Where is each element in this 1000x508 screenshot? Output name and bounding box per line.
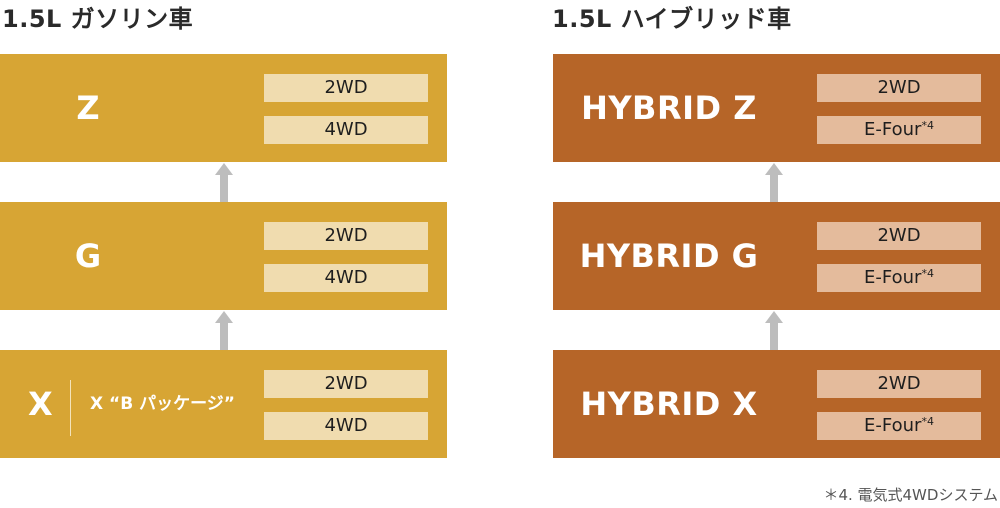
drive-label: E-Four — [864, 119, 922, 140]
subgrade-name: X “B パッケージ” — [90, 394, 235, 414]
gasoline-heading: 1.5L ガソリン車 — [2, 5, 194, 33]
grade-name: X — [28, 385, 53, 423]
drive-2wd-badge: 2WD — [817, 74, 981, 102]
grade-divider — [70, 380, 71, 436]
drive-2wd-badge: 2WD — [817, 370, 981, 398]
gasoline-grade-g-card: G 2WD 4WD — [0, 202, 447, 310]
footnote-mark: *4 — [921, 415, 934, 428]
drive-2wd-badge: 2WD — [817, 222, 981, 250]
arrow-up-icon — [765, 311, 783, 351]
drive-e-four-badge: E-Four*4 — [817, 412, 981, 440]
arrow-up-icon — [215, 311, 233, 351]
drive-4wd-badge: 4WD — [264, 412, 428, 440]
footnote-mark: *4 — [921, 267, 934, 280]
drive-4wd-badge: 4WD — [264, 116, 428, 144]
gasoline-grade-z-card: Z 2WD 4WD — [0, 54, 447, 162]
hybrid-heading: 1.5L ハイブリッド車 — [552, 5, 792, 33]
drive-e-four-badge: E-Four*4 — [817, 264, 981, 292]
gasoline-grade-x-card: X X “B パッケージ” 2WD 4WD — [0, 350, 447, 458]
footnote: ＊4. 電気式4WDシステム — [823, 486, 998, 504]
arrow-up-icon — [215, 163, 233, 203]
drive-label: E-Four — [864, 267, 922, 288]
grade-name: HYBRID G — [579, 237, 759, 275]
drive-2wd-badge: 2WD — [264, 222, 428, 250]
drive-4wd-badge: 4WD — [264, 264, 428, 292]
grade-name: HYBRID X — [580, 385, 758, 423]
drive-e-four-badge: E-Four*4 — [817, 116, 981, 144]
drive-2wd-badge: 2WD — [264, 370, 428, 398]
grade-name: Z — [76, 89, 100, 127]
arrow-up-icon — [765, 163, 783, 203]
hybrid-grade-z-card: HYBRID Z 2WD E-Four*4 — [553, 54, 1000, 162]
drive-label: E-Four — [864, 415, 922, 436]
hybrid-grade-g-card: HYBRID G 2WD E-Four*4 — [553, 202, 1000, 310]
hybrid-grade-x-card: HYBRID X 2WD E-Four*4 — [553, 350, 1000, 458]
grade-name: G — [74, 237, 102, 275]
footnote-mark: *4 — [921, 119, 934, 132]
drive-2wd-badge: 2WD — [264, 74, 428, 102]
grade-name: HYBRID Z — [581, 89, 757, 127]
